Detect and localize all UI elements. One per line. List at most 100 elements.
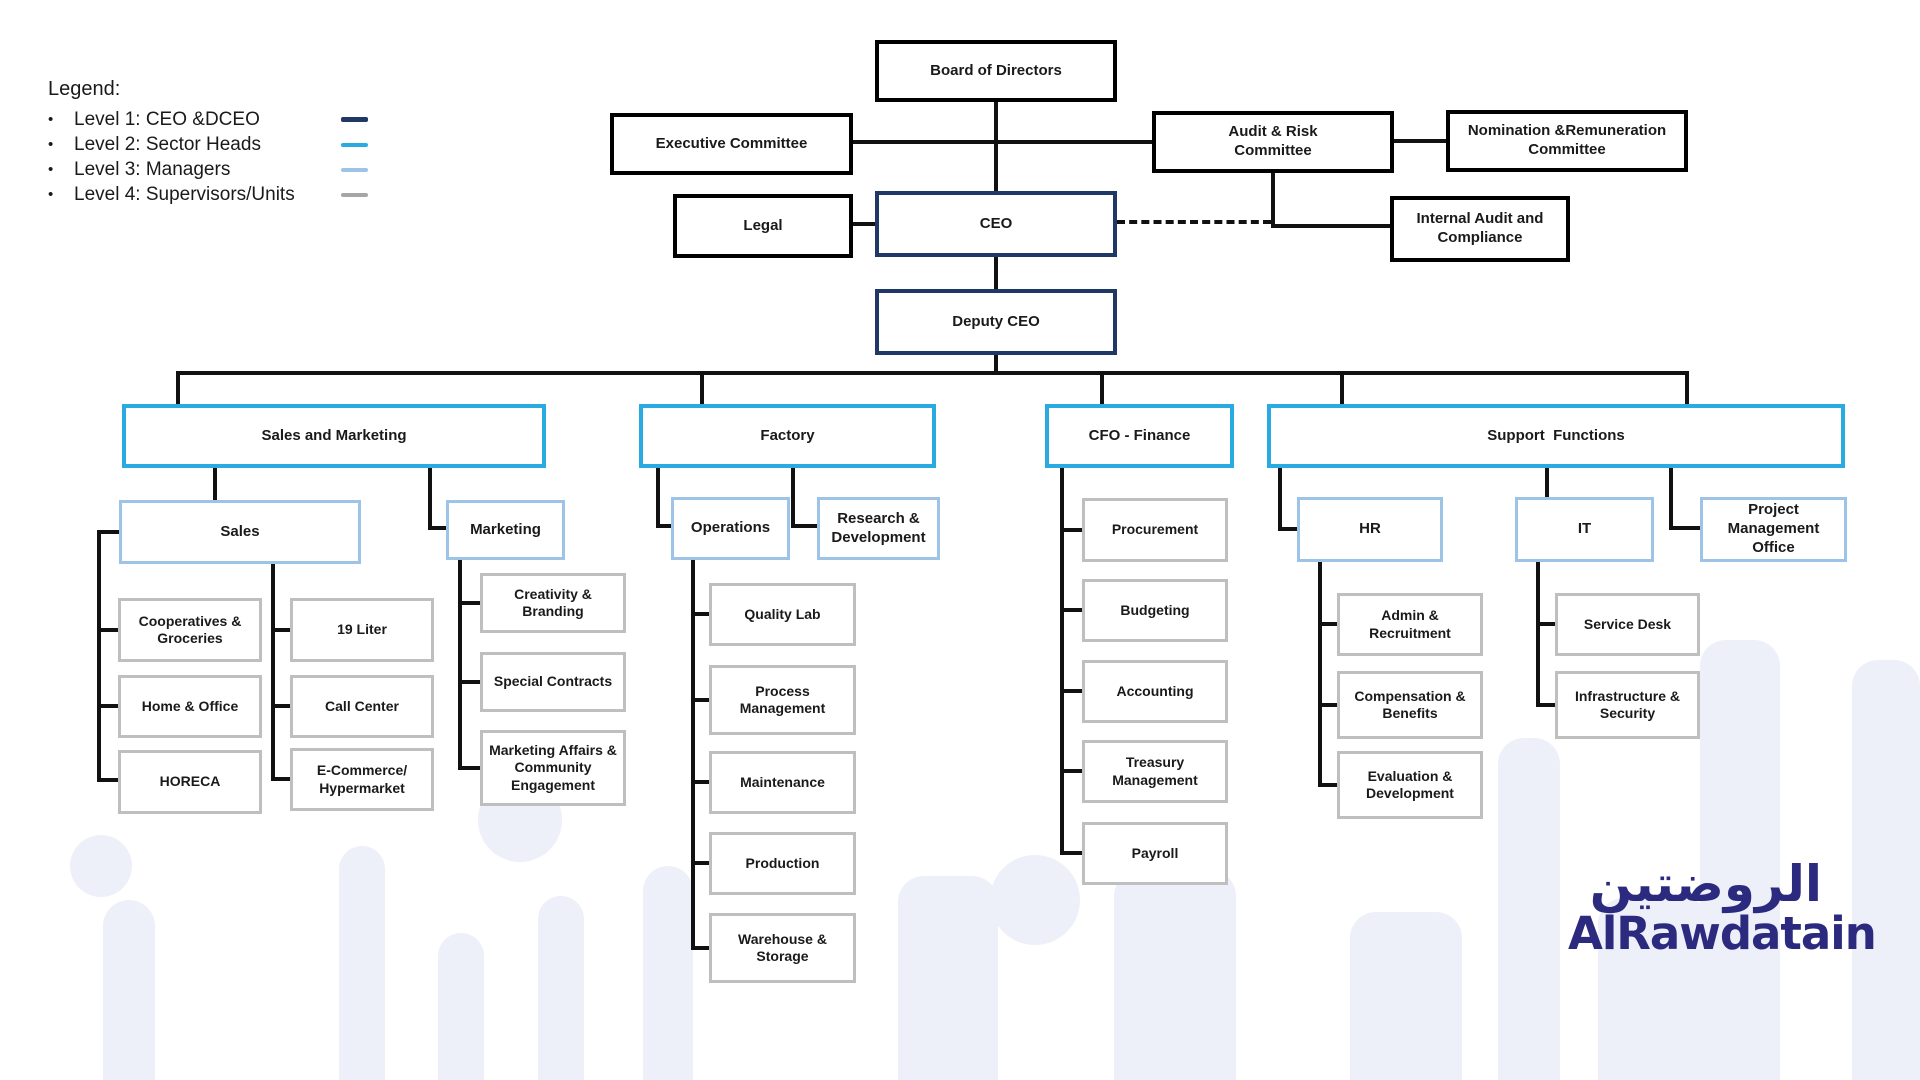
connector-line: [1318, 703, 1337, 707]
legend-item-level-4: • Level 4: Supervisors/Units: [48, 182, 368, 207]
legend-item-label: Level 4: Supervisors/Units: [74, 183, 295, 205]
connector-line: [1060, 528, 1082, 532]
org-node-ecom: E-Commerce/ Hypermarket: [290, 748, 434, 811]
connector-line: [1271, 224, 1390, 228]
background-watermark-shape: [1598, 898, 1710, 1080]
logo-arabic-text: الروضتين: [1589, 855, 1822, 913]
org-node-accounting: Accounting: [1082, 660, 1228, 723]
legend-item-label: Level 1: CEO &DCEO: [74, 108, 260, 130]
connector-line: [1318, 562, 1322, 787]
org-node-quality: Quality Lab: [709, 583, 856, 646]
org-node-infra: Infrastructure & Security: [1555, 671, 1700, 739]
legend-item-level-2: • Level 2: Sector Heads: [48, 132, 368, 157]
org-node-snm: Sales and Marketing: [122, 404, 546, 468]
org-node-affairs: Marketing Affairs & Community Engagement: [480, 730, 626, 806]
background-watermark-shape: [70, 835, 132, 897]
org-node-procurement: Procurement: [1082, 498, 1228, 562]
connector-line: [994, 102, 998, 191]
connector-line: [271, 628, 290, 632]
connector-line: [1060, 608, 1082, 612]
legend-bullet: •: [48, 136, 54, 153]
connector-line: [656, 524, 671, 528]
connector-line: [1318, 622, 1337, 626]
legend-bullet: •: [48, 111, 54, 128]
connector-line: [691, 698, 709, 702]
org-node-pmo: Project Management Office: [1700, 497, 1847, 562]
connector-line: [853, 222, 875, 226]
background-watermark-shape: [1852, 660, 1920, 1080]
connector-line: [1060, 689, 1082, 693]
background-watermark-shape: [1700, 640, 1780, 1080]
org-node-payroll: Payroll: [1082, 822, 1228, 885]
org-node-treasury: Treasury Management: [1082, 740, 1228, 803]
connector-line: [1340, 371, 1344, 404]
connector-line: [1060, 468, 1064, 855]
connector-line: [97, 530, 119, 534]
connector-line: [1536, 562, 1540, 707]
legend-item-level-1: • Level 1: CEO &DCEO: [48, 107, 368, 132]
connector-line: [691, 946, 709, 950]
org-node-sales: Sales: [119, 500, 361, 564]
org-node-callcenter: Call Center: [290, 675, 434, 738]
org-node-operations: Operations: [671, 497, 790, 560]
connector-line: [853, 140, 1152, 144]
connector-line: [458, 680, 480, 684]
connector-line: [656, 468, 660, 528]
dashed-connector-line: [1117, 220, 1271, 224]
connector-line: [1060, 851, 1082, 855]
connector-line: [1669, 468, 1673, 530]
legend-item-label: Level 2: Sector Heads: [74, 133, 261, 155]
connector-line: [1536, 703, 1555, 707]
org-node-legal: Legal: [673, 194, 853, 258]
background-watermark-shape: [103, 900, 155, 1080]
org-node-nomination: Nomination &Remuneration Committee: [1446, 110, 1688, 172]
connector-line: [271, 564, 275, 779]
org-node-it: IT: [1515, 497, 1654, 562]
background-watermark-shape: [898, 876, 998, 1080]
connector-line: [994, 257, 998, 289]
legend-swatch-level-3: [341, 167, 368, 172]
connector-line: [176, 371, 180, 404]
connector-line: [1318, 783, 1337, 787]
org-node-liter: 19 Liter: [290, 598, 434, 662]
legend-bullet: •: [48, 161, 54, 178]
connector-line: [97, 530, 101, 782]
legend-swatch-level-2: [341, 142, 368, 147]
connector-line: [1394, 139, 1446, 143]
connector-line: [1060, 769, 1082, 773]
org-node-hr: HR: [1297, 497, 1443, 562]
connector-line: [97, 704, 118, 708]
connector-line: [994, 355, 998, 375]
legend-swatch-level-1: [341, 117, 368, 122]
background-watermark-shape: [1114, 870, 1236, 1080]
legend-bullet: •: [48, 186, 54, 203]
connector-line: [691, 780, 709, 784]
org-node-contracts: Special Contracts: [480, 652, 626, 712]
connector-line: [791, 524, 817, 528]
org-node-ceo: CEO: [875, 191, 1117, 257]
org-node-production: Production: [709, 832, 856, 895]
connector-line: [458, 766, 480, 770]
connector-line: [1669, 526, 1700, 530]
legend-item-label: Level 3: Managers: [74, 158, 231, 180]
connector-line: [1685, 371, 1689, 404]
background-watermark-shape: [990, 855, 1080, 945]
org-node-eval: Evaluation & Development: [1337, 751, 1483, 819]
connector-line: [97, 628, 118, 632]
connector-line: [271, 704, 290, 708]
org-node-factory: Factory: [639, 404, 936, 468]
legend-item-level-3: • Level 3: Managers: [48, 157, 368, 182]
background-watermark-shape: [438, 933, 484, 1080]
org-node-horeca: HORECA: [118, 750, 262, 814]
org-node-marketing: Marketing: [446, 500, 565, 560]
org-node-board: Board of Directors: [875, 40, 1117, 102]
connector-line: [213, 468, 217, 500]
org-node-process: Process Management: [709, 665, 856, 735]
org-node-creativity: Creativity & Branding: [480, 573, 626, 633]
background-watermark-shape: [339, 846, 385, 1080]
org-node-budgeting: Budgeting: [1082, 579, 1228, 642]
background-watermark-shape: [1498, 738, 1560, 1080]
org-node-maintenance: Maintenance: [709, 751, 856, 814]
connector-line: [97, 778, 118, 782]
